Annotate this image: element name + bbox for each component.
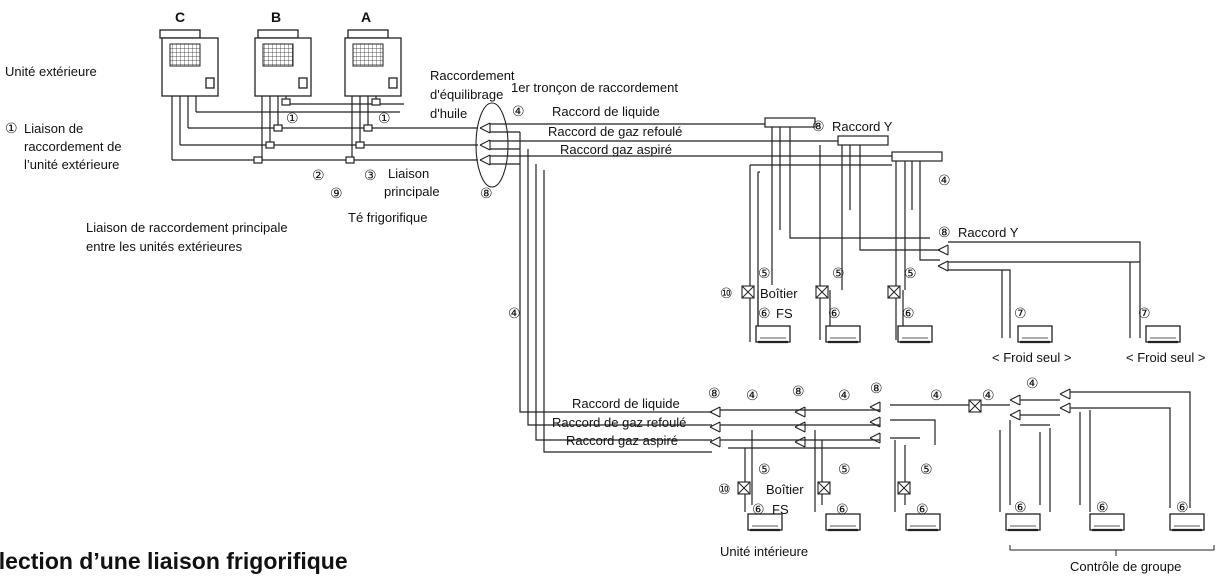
outdoor-unit-c: C — [159, 9, 219, 97]
outdoor-unit-letter: C — [175, 9, 185, 25]
marker-5: ⑤ — [758, 462, 771, 478]
marker-1: ① — [286, 111, 299, 127]
lower-junction-box — [968, 399, 982, 413]
box-label: Boîtier — [766, 482, 804, 497]
oil-balance-label-1: Raccordement — [430, 68, 515, 83]
outdoor-link-label-3: l’unité extérieure — [24, 157, 119, 172]
first-branch-label: 1er tronçon de raccordement — [511, 80, 678, 95]
marker-4: ④ — [838, 388, 851, 404]
marker-6: ⑥ — [836, 502, 849, 518]
outdoor-link-label-1: Liaison de — [24, 121, 83, 136]
marker-10: ⑩ — [718, 482, 731, 498]
outdoor-link-label-2: raccordement de — [24, 139, 122, 154]
marker-8: ⑧ — [480, 186, 493, 202]
outdoor-unit-label: Unité extérieure — [5, 64, 97, 79]
marker-8: ⑧ — [870, 381, 883, 397]
marker-7: ⑦ — [1014, 306, 1027, 322]
y-joint-label: Raccord Y — [832, 119, 893, 134]
marker-4: ④ — [508, 306, 521, 322]
main-between-label-1: Liaison de raccordement principale — [86, 220, 288, 235]
fs-label: FS — [776, 306, 793, 321]
marker-8: ⑧ — [792, 384, 805, 400]
marker-4: ④ — [1026, 376, 1039, 392]
marker-8: ⑧ — [708, 386, 721, 402]
outdoor-unit-letter: B — [271, 9, 281, 25]
marker-5: ⑤ — [838, 462, 851, 478]
box-label: Boîtier — [760, 286, 798, 301]
first-branch-ellipse — [475, 102, 509, 188]
group-control-label: Contrôle de groupe — [1070, 559, 1181, 574]
cool-only-label: < Froid seul > — [992, 350, 1072, 365]
section-heading: élection d’une liaison frigorifique — [0, 548, 348, 574]
marker-6: ⑥ — [752, 502, 765, 518]
marker-4: ④ — [982, 388, 995, 404]
marker-8: ⑧ — [938, 225, 951, 241]
marker-1: ① — [5, 121, 18, 137]
suction-label: Raccord gaz aspiré — [560, 142, 672, 157]
oil-balance-label-3: d'huile — [430, 106, 467, 121]
liquid-label: Raccord de liquide — [572, 396, 680, 411]
marker-5: ⑤ — [832, 266, 845, 282]
marker-6: ⑥ — [758, 306, 771, 322]
indoor-unit-label: Unité intérieure — [720, 544, 808, 559]
lower-fs-boxes — [737, 481, 911, 495]
marker-6: ⑥ — [1014, 500, 1027, 516]
marker-6: ⑥ — [1096, 500, 1109, 516]
group-control-brace — [1009, 545, 1215, 556]
marker-9: ⑨ — [330, 186, 343, 202]
marker-10: ⑩ — [720, 286, 733, 302]
outdoor-unit-b: B — [254, 9, 312, 97]
marker-8: ⑧ — [812, 119, 825, 135]
main-between-label-2: entre les unités extérieures — [86, 239, 243, 254]
outdoor-unit-letter: A — [361, 9, 371, 25]
fs-label: FS — [772, 502, 789, 517]
y-joint-label: Raccord Y — [958, 225, 1019, 240]
marker-4: ④ — [512, 104, 525, 120]
marker-1: ① — [378, 111, 391, 127]
marker-3: ③ — [364, 168, 377, 184]
marker-6: ⑥ — [916, 502, 929, 518]
marker-5: ⑤ — [758, 266, 771, 282]
first-branch-y-joints — [479, 122, 491, 166]
lower-indoor-units — [746, 512, 1206, 532]
marker-7: ⑦ — [1138, 306, 1151, 322]
outdoor-piping — [171, 96, 478, 164]
marker-6: ⑥ — [902, 306, 915, 322]
discharge-label: Raccord de gaz refoulé — [548, 124, 682, 139]
marker-5: ⑤ — [904, 266, 917, 282]
marker-6: ⑥ — [828, 306, 841, 322]
upper-branch-piping — [490, 117, 1141, 453]
marker-4: ④ — [746, 388, 759, 404]
main-link-label-2: principale — [384, 184, 440, 199]
marker-4: ④ — [930, 388, 943, 404]
suction-label: Raccord gaz aspiré — [566, 433, 678, 448]
marker-4: ④ — [938, 173, 951, 189]
discharge-label: Raccord de gaz refoulé — [552, 415, 686, 430]
liquid-label: Raccord de liquide — [552, 104, 660, 119]
oil-balance-label-2: d'équilibrage — [430, 87, 503, 102]
marker-2: ② — [312, 168, 325, 184]
main-link-label-1: Liaison — [388, 166, 429, 181]
upper-y-joints — [937, 244, 949, 272]
marker-6: ⑥ — [1176, 500, 1189, 516]
outdoor-unit-a: A — [344, 9, 402, 97]
marker-5: ⑤ — [920, 462, 933, 478]
tee-label: Té frigorifique — [348, 210, 427, 225]
cool-only-label: < Froid seul > — [1126, 350, 1206, 365]
